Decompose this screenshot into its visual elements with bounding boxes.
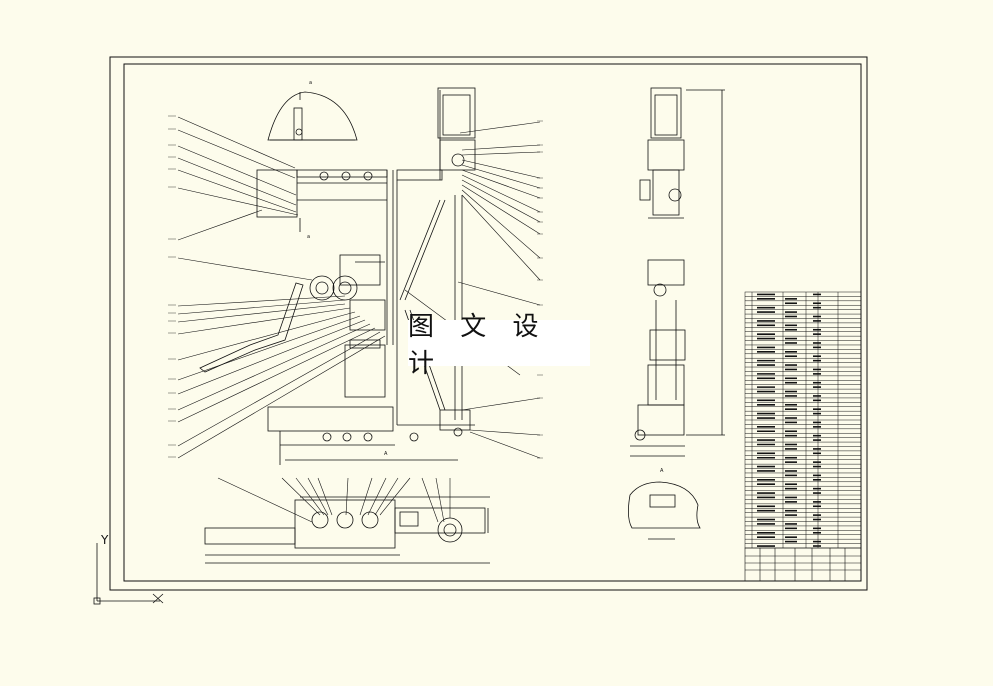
leader-lines-right <box>404 121 541 459</box>
detail-a <box>628 481 701 540</box>
side-view <box>630 87 725 457</box>
ucs-y-label: Y <box>100 533 109 547</box>
view-label-a: A <box>660 468 664 474</box>
watermark: 图 文 设 计 <box>408 312 590 379</box>
section-mark-top: a <box>309 80 312 86</box>
column-assembly <box>396 87 476 442</box>
plan-leaders <box>217 477 451 523</box>
part-labels-right <box>537 120 543 459</box>
title-block <box>744 547 862 582</box>
leader-lines-left <box>177 116 386 459</box>
watermark-text: 图 文 设 计 <box>408 312 548 379</box>
parts-list-table <box>744 291 862 549</box>
plan-view <box>204 496 490 564</box>
part-labels-left <box>168 115 176 458</box>
view-label-a-2: A <box>384 451 388 457</box>
front-view <box>199 91 458 465</box>
ucs-icon[interactable] <box>93 543 164 605</box>
section-mark-bottom: a <box>307 234 310 240</box>
